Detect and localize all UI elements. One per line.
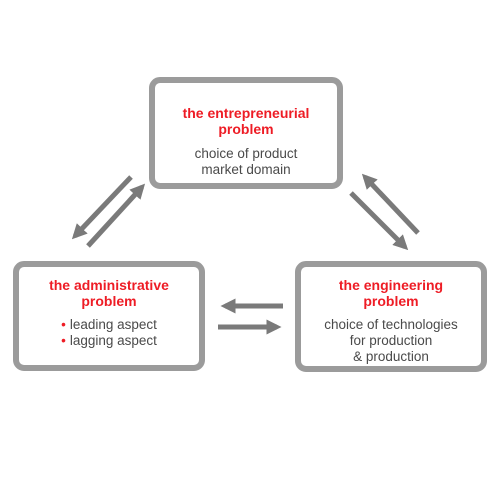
entrepreneurial-title: the entrepreneurial problem (155, 105, 337, 137)
administrative-bullet-list: •leading aspect •lagging aspect (19, 317, 199, 349)
arrow-engineering-to-entrepreneurial (361, 173, 420, 235)
administrative-bullet-item: •lagging aspect (19, 333, 199, 349)
entrepreneurial-body-line: choice of product (194, 146, 298, 161)
engineering-body-line: & production (353, 349, 429, 364)
administrative-problem-box: the administrative problem •leading aspe… (13, 261, 205, 371)
engineering-problem-box: the engineering problem choice of techno… (295, 261, 487, 372)
administrative-bullet-text: leading aspect (69, 317, 157, 332)
entrepreneurial-body-line: market domain (201, 162, 291, 177)
administrative-bullet-text: lagging aspect (69, 333, 157, 348)
administrative-title-line: problem (81, 293, 137, 309)
administrative-title-line: the administrative (49, 277, 169, 293)
engineering-body-line: for production (349, 333, 433, 348)
administrative-bullet-item: •leading aspect (19, 317, 199, 333)
entrepreneurial-body: choice of product market domain (155, 146, 337, 178)
engineering-title-line: problem (363, 293, 419, 309)
entrepreneurial-problem-box: the entrepreneurial problem choice of pr… (149, 77, 343, 189)
bullet-dot-icon: • (61, 317, 66, 332)
engineering-body-line: choice of technologies (324, 317, 458, 332)
arrow-entrepreneurial-to-admin (71, 175, 133, 240)
arrow-entrepreneurial-to-engineering (349, 191, 409, 251)
administrative-title: the administrative problem (19, 277, 199, 309)
arrow-admin-to-entrepreneurial (86, 183, 146, 248)
entrepreneurial-title-line: the entrepreneurial (182, 105, 310, 121)
engineering-body: choice of technologies for production & … (301, 317, 481, 365)
bullet-dot-icon: • (61, 333, 66, 348)
entrepreneurial-title-line: problem (218, 121, 274, 137)
engineering-title-line: the engineering (338, 277, 444, 293)
engineering-title: the engineering problem (301, 277, 481, 309)
